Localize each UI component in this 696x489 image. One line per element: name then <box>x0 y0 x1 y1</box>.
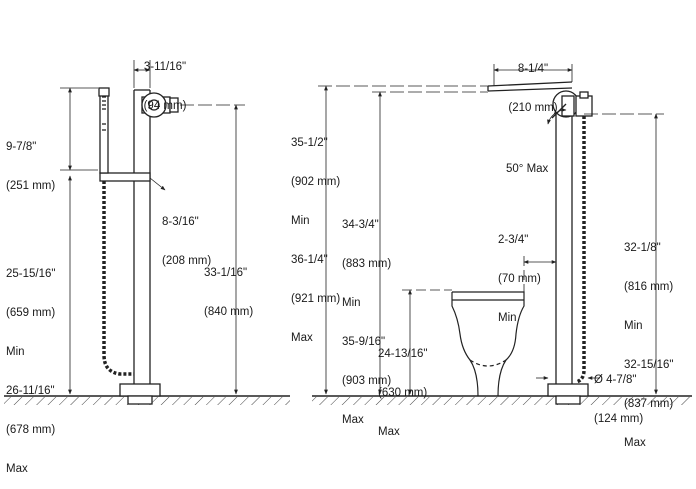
floor-right <box>312 395 692 405</box>
spout-height-max: Max <box>291 332 313 344</box>
riser-height-metric-min: (816 mm) <box>624 281 674 293</box>
outlet-height-imperial-min: 34-3/4" <box>342 219 379 231</box>
riser-height-imperial-min: 32-1/8" <box>624 242 661 254</box>
left-dimension-lines <box>60 60 245 395</box>
tub-clearance-imperial: 2-3/4" <box>498 234 529 246</box>
spout-width-label: 3-11/16" (94 mm) <box>128 35 202 126</box>
tub-rim-label: 24-13/16" (630 mm) Max <box>378 322 427 452</box>
spout-width-metric: (94 mm) <box>143 100 187 112</box>
base-diameter-label: Ø 4-7/8" (124 mm) <box>594 348 643 439</box>
holder-height-metric-min: (659 mm) <box>6 307 56 319</box>
tub-rim-metric: (630 mm) <box>378 387 428 399</box>
holder-height-max: Max <box>6 463 28 475</box>
spout-height-metric-min: (902 mm) <box>291 176 341 188</box>
handshower-length-label: 9-7/8" (251 mm) <box>6 115 55 206</box>
holder-height-label: 25-15/16" (659 mm) Min 26-11/16" (678 mm… <box>6 242 55 489</box>
riser-height-min: Min <box>624 320 643 332</box>
bathtub-outline <box>451 291 525 397</box>
holder-height-imperial-min: 25-15/16" <box>6 268 56 280</box>
spout-height-metric-max: (921 mm) <box>291 293 341 305</box>
outlet-height-max: Max <box>342 414 364 426</box>
spout-height-imperial-max: 36-1/4" <box>291 254 328 266</box>
holder-height-imperial-max: 26-11/16" <box>6 385 55 397</box>
handshower-length-metric: (251 mm) <box>6 180 56 192</box>
base-diameter-imperial: Ø 4-7/8" <box>594 374 637 386</box>
handle-reach-label: 8-3/16" (208 mm) <box>162 190 211 281</box>
spout-height-min: Min <box>291 215 310 227</box>
tub-clearance-label: 2-3/4" (70 mm) Min <box>498 208 541 338</box>
outlet-height-label: 34-3/4" (883 mm) Min 35-9/16" (903 mm) M… <box>342 193 391 440</box>
tub-clearance-metric: (70 mm) <box>498 273 541 285</box>
tub-rim-imperial: 24-13/16" <box>378 348 428 360</box>
faucet-front-view <box>98 87 179 405</box>
handle-reach-metric: (208 mm) <box>162 255 212 267</box>
riser-height-metric-max: (837 mm) <box>624 398 674 410</box>
tub-rim-max: Max <box>378 426 400 438</box>
handshower-length-imperial: 9-7/8" <box>6 141 37 153</box>
outlet-height-metric-max: (903 mm) <box>342 375 392 387</box>
spout-width-imperial: 3-11/16" <box>143 61 187 73</box>
total-height-metric: (840 mm) <box>204 306 254 318</box>
base-diameter-metric: (124 mm) <box>594 413 644 425</box>
riser-height-imperial-max: 32-15/16" <box>624 359 674 371</box>
total-height-label: 33-1/16" (840 mm) <box>204 241 253 332</box>
total-height-imperial: 33-1/16" <box>204 267 248 279</box>
holder-height-min: Min <box>6 346 25 358</box>
outlet-height-imperial-max: 35-9/16" <box>342 336 386 348</box>
spout-height-imperial-min: 35-1/2" <box>291 137 328 149</box>
outlet-height-min: Min <box>342 297 361 309</box>
spout-reach-metric: (210 mm) <box>508 102 558 114</box>
spout-height-label: 35-1/2" (902 mm) Min 36-1/4" (921 mm) Ma… <box>291 111 340 358</box>
spout-reach-label: 8-1/4" (210 mm) <box>494 37 572 128</box>
right-dimension-lines <box>318 64 664 395</box>
holder-height-metric-max: (678 mm) <box>6 424 56 436</box>
outlet-height-metric-min: (883 mm) <box>342 258 392 270</box>
faucet-dimension-diagram <box>4 60 692 405</box>
spout-rotation-text: 50° Max <box>506 163 549 175</box>
spout-reach-imperial: 8-1/4" <box>517 63 549 75</box>
tub-clearance-min: Min <box>498 312 517 324</box>
spout-rotation-label: 50° Max <box>506 137 548 189</box>
handle-reach-imperial: 8-3/16" <box>162 216 199 228</box>
faucet-side-view <box>487 81 593 405</box>
